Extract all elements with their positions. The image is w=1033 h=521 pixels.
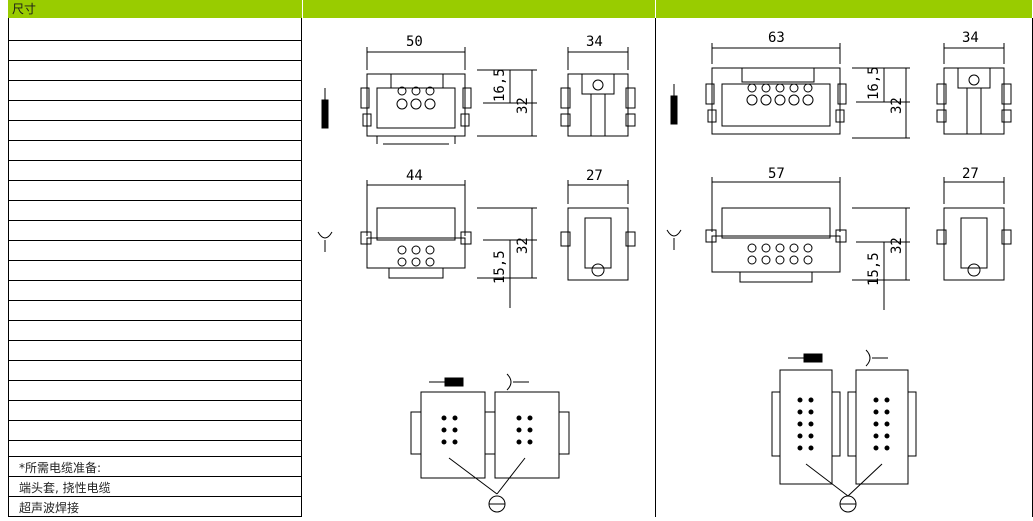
dim-female-width: 57: [768, 166, 785, 182]
table-row: [9, 340, 301, 341]
male-insert-front-view: [705, 67, 847, 135]
table-row: [9, 200, 301, 201]
dim-female-side-width: 27: [962, 166, 979, 182]
table-row: [9, 140, 301, 141]
table-row: [9, 120, 301, 121]
dim-male-side-width: 34: [962, 30, 979, 46]
header-cell-left-drawing: [303, 0, 656, 18]
table-row: [9, 240, 301, 241]
table-row: [9, 220, 301, 221]
dim-female-height-a: 15,5: [492, 250, 508, 284]
male-pin-icon: [670, 84, 678, 125]
table-row: [9, 476, 301, 477]
table-row: [9, 420, 301, 421]
female-socket-icon: [666, 229, 682, 250]
male-insert-front-view: [360, 73, 472, 145]
dim-male-side-width: 34: [586, 34, 603, 50]
dim-male-height-a: 16,5: [866, 66, 882, 100]
female-socket-icon: [317, 231, 333, 252]
table-row: [9, 40, 301, 41]
note-cable-prep: *所需电缆准备:: [19, 461, 102, 475]
note-ultrasonic: 超声波焊接: [19, 501, 80, 515]
dim-male-width: 50: [406, 34, 423, 50]
table-row: [9, 320, 301, 321]
male-pin-icon: [321, 88, 329, 129]
header-cell-right-drawing: [656, 0, 1033, 18]
female-insert-front-view: [705, 207, 847, 283]
dim-female-height-b: 32: [889, 237, 905, 254]
table-row: [9, 160, 301, 161]
female-insert-side-view: [560, 207, 636, 281]
dim-female-height-a: 15,5: [866, 252, 882, 286]
table-row: [9, 60, 301, 61]
female-insert-side-view: [936, 207, 1012, 281]
table-row: [9, 380, 301, 381]
dim-male-height-b: 32: [515, 97, 531, 114]
table-row: [9, 280, 301, 281]
dim-male-height-a: 16,5: [492, 68, 508, 102]
drawing-panel-left: 50 34 16,5 32 44 27 15,5 32: [303, 18, 656, 517]
wiring-diagram-left: [410, 373, 570, 513]
table-row: [9, 260, 301, 261]
table-row: [9, 300, 301, 301]
dim-female-side-width: 27: [586, 168, 603, 184]
dim-female-height-b: 32: [515, 237, 531, 254]
table-row: [9, 440, 301, 441]
table-row: [9, 456, 301, 457]
female-insert-front-view: [360, 207, 472, 279]
table-row: [9, 360, 301, 361]
table-row: [9, 100, 301, 101]
wiring-diagram-right: [771, 349, 917, 513]
technical-drawing-right: 63 34 16,5 32 57 27 15,5 32: [666, 30, 1012, 513]
technical-drawing-left: 50 34 16,5 32 44 27 15,5 32: [317, 34, 636, 513]
drawing-panel-right: 63 34 16,5 32 57 27 15,5 32: [656, 18, 1033, 517]
table-row: [9, 400, 301, 401]
dim-female-width: 44: [406, 168, 423, 184]
table-row: [9, 496, 301, 497]
table-row: [9, 180, 301, 181]
dim-male-height-b: 32: [889, 97, 905, 114]
table-row: [9, 80, 301, 81]
spec-table: *所需电缆准备: 端头套, 挠性电缆 超声波焊接: [8, 18, 302, 517]
dim-male-width: 63: [768, 30, 785, 46]
note-ferrule: 端头套, 挠性电缆: [19, 481, 111, 495]
male-insert-side-view: [936, 67, 1012, 135]
header-cell-title: 尺寸: [8, 0, 303, 18]
male-insert-side-view: [560, 73, 636, 137]
